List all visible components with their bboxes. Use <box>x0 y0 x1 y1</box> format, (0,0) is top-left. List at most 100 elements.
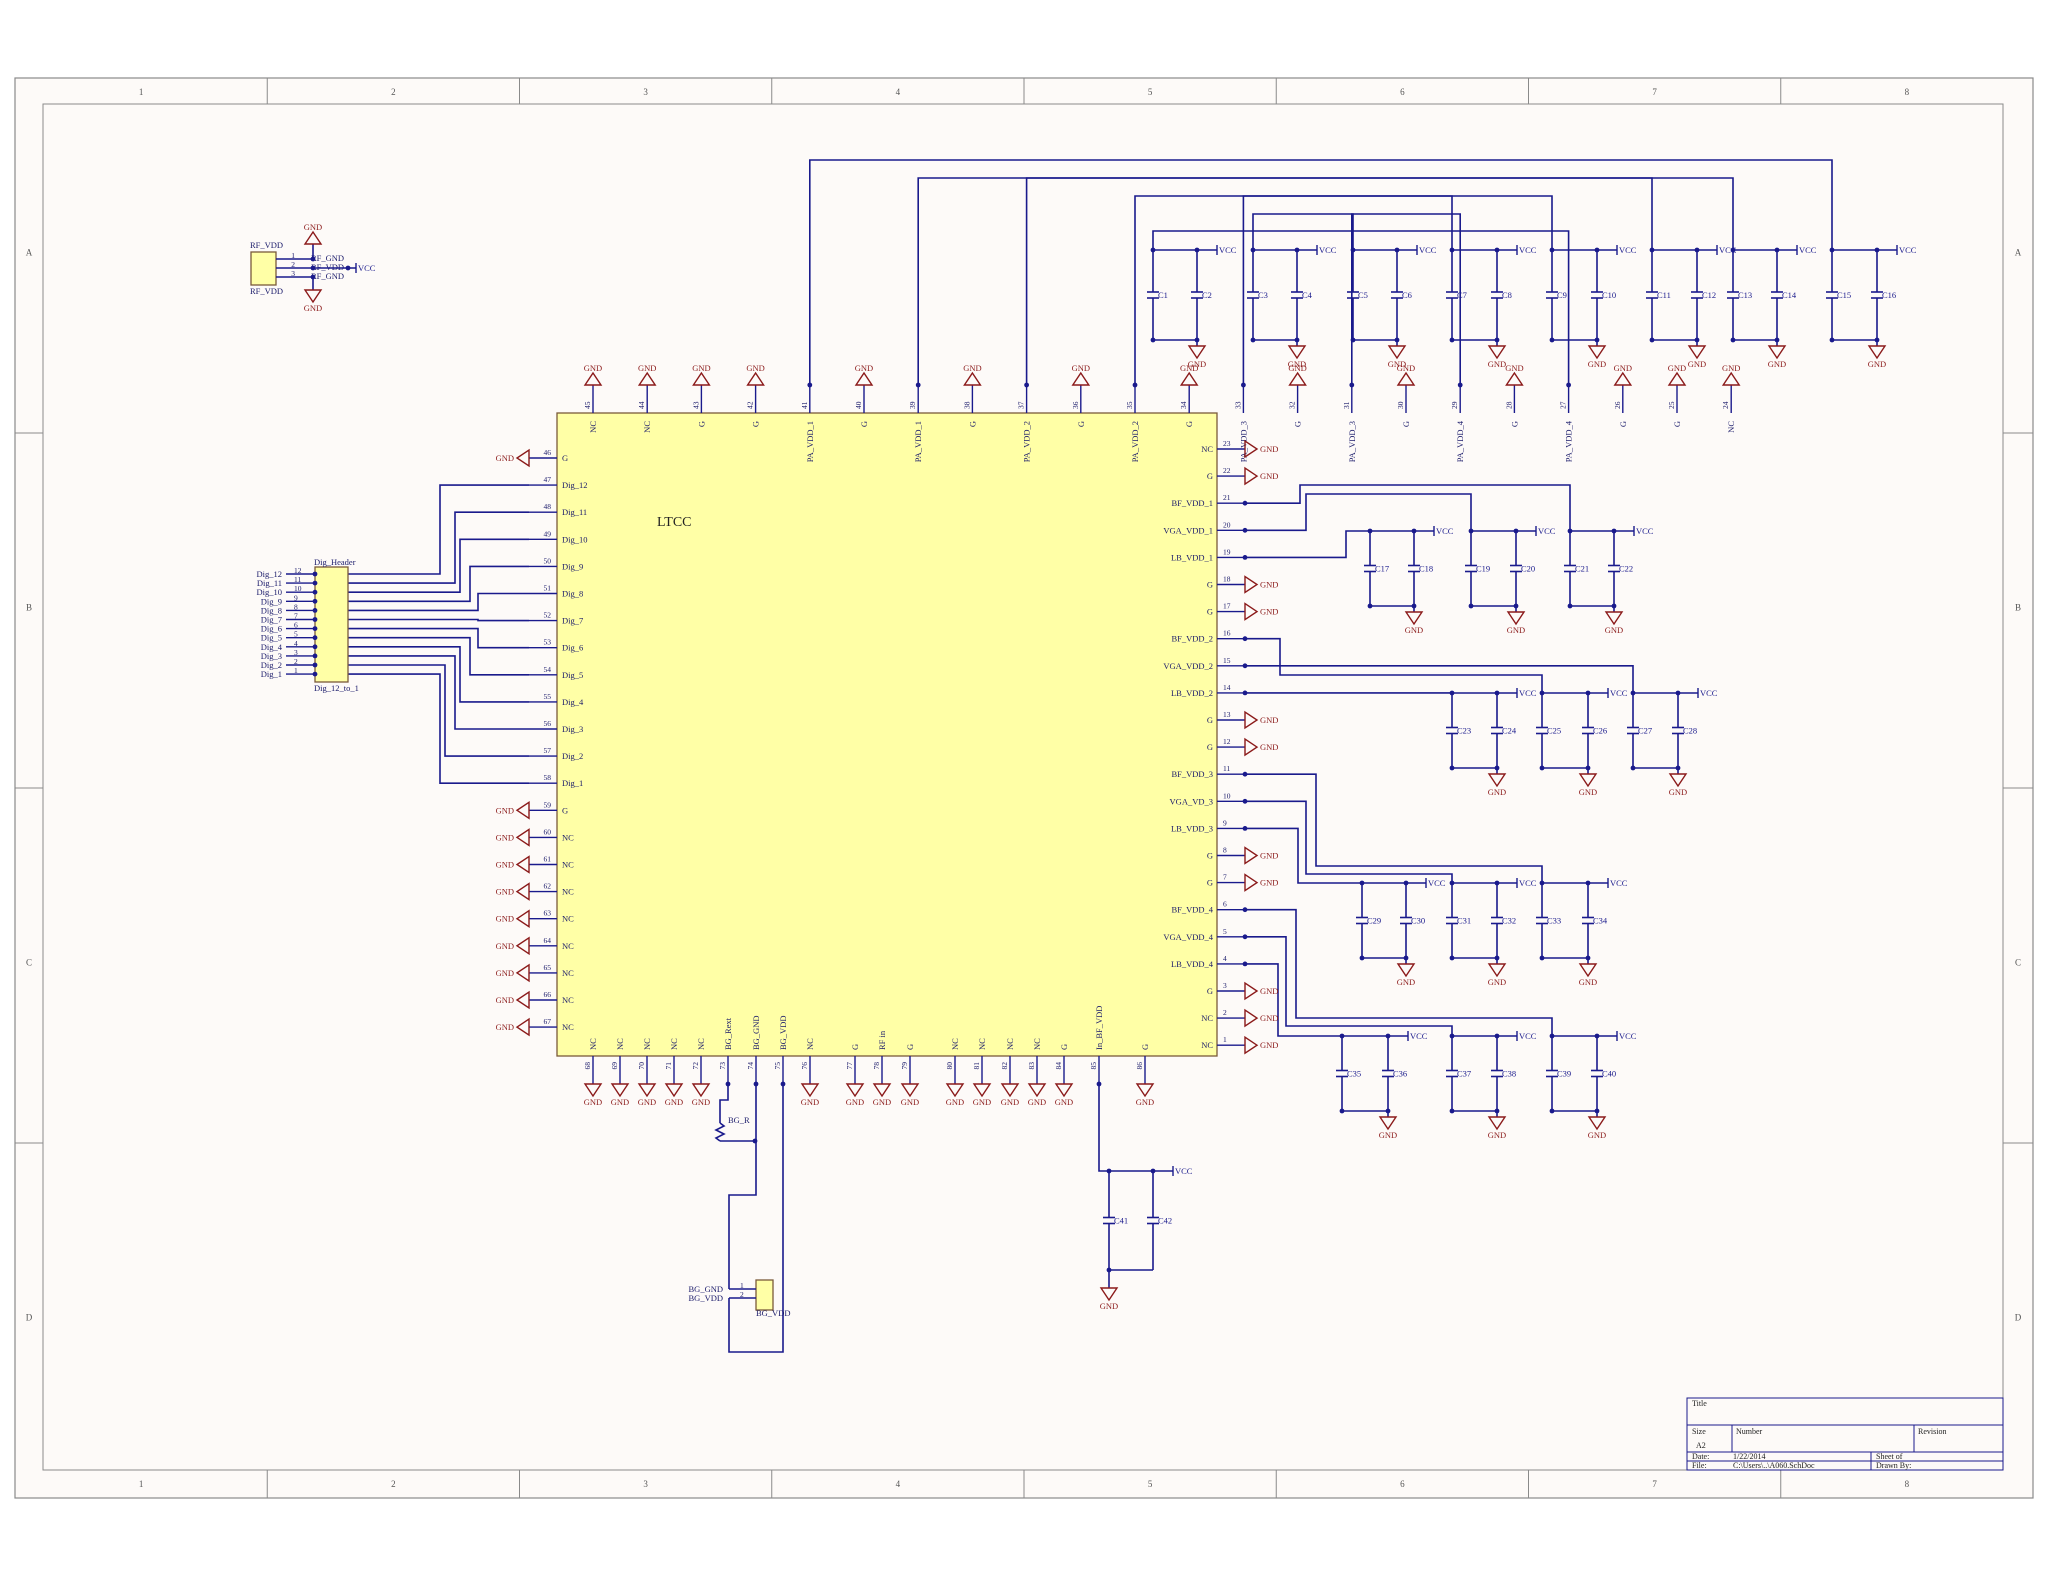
junction-dot <box>313 635 318 640</box>
pin-number: 58 <box>544 773 552 782</box>
pin-name: PA_VDD_1 <box>805 421 815 462</box>
ground-label: GND <box>1260 715 1278 725</box>
junction-dot <box>1243 907 1248 912</box>
ground-label: GND <box>1260 444 1278 454</box>
pin-number: 4 <box>294 639 298 648</box>
pin-number: 52 <box>544 611 552 620</box>
ground-label: GND <box>638 1097 656 1107</box>
capacitor-label: C34 <box>1593 916 1608 926</box>
pin-number: 85 <box>1089 1062 1098 1070</box>
vcc-label: VCC <box>1319 245 1337 255</box>
pin-name: NC <box>562 887 574 897</box>
chip-name: LTCC <box>657 515 692 530</box>
rf-header-subtitle: RF_VDD <box>250 286 283 296</box>
pin-name: In_BF_VDD <box>1094 1006 1104 1050</box>
junction-dot <box>807 383 812 388</box>
junction-dot <box>1243 663 1248 668</box>
pin-name: G <box>1207 607 1213 617</box>
capacitor-label: C8 <box>1502 290 1512 300</box>
pin-number: 77 <box>845 1062 854 1070</box>
junction-dot <box>1097 1082 1102 1087</box>
capacitor-label: C41 <box>1114 1216 1128 1226</box>
zone-col-top: 1 <box>139 87 144 97</box>
capacitor-label: C27 <box>1638 726 1652 736</box>
pin-number: 62 <box>544 882 552 891</box>
capacitor-label: C39 <box>1557 1069 1571 1079</box>
junction-dot <box>1830 338 1835 343</box>
pin-name: G <box>1672 421 1682 427</box>
pin-number: 59 <box>544 800 552 809</box>
pin-name: G <box>1207 878 1213 888</box>
pin-number: 11 <box>1223 764 1230 773</box>
zone-row-left: B <box>26 603 32 613</box>
pin-name: G <box>1293 421 1303 427</box>
capacitor-label: C36 <box>1393 1069 1407 1079</box>
capacitor-label: C13 <box>1738 290 1752 300</box>
capacitor-label: C5 <box>1358 290 1368 300</box>
pin-name: VGA_VD_3 <box>1170 796 1213 806</box>
pin-number: 35 <box>1125 401 1134 409</box>
pin-number: 22 <box>1223 466 1231 475</box>
capacitor-label: C2 <box>1202 290 1212 300</box>
pin-number: 5 <box>1223 927 1227 936</box>
junction-dot <box>1243 962 1248 967</box>
pin-number: 21 <box>1223 493 1231 502</box>
pin-number: 80 <box>945 1062 954 1070</box>
ground-label: GND <box>1028 1097 1046 1107</box>
pin-number: 10 <box>1223 791 1231 800</box>
ground-label: GND <box>1260 986 1278 996</box>
pin-number: 81 <box>972 1062 981 1070</box>
zone-row-right: D <box>2015 1313 2022 1323</box>
pin-name: G <box>905 1044 915 1050</box>
pin-number: 24 <box>1721 401 1730 409</box>
capacitor-label: C12 <box>1702 290 1716 300</box>
drawn-by-label: Drawn By: <box>1876 1461 1911 1470</box>
pin-number: 4 <box>1223 954 1227 963</box>
pin-number: 51 <box>544 584 552 593</box>
pin-number: 72 <box>691 1062 700 1070</box>
junction-dot <box>1450 1109 1455 1114</box>
ground-label: GND <box>1260 878 1278 888</box>
ground-label: GND <box>1488 787 1506 797</box>
pin-number: 74 <box>746 1062 755 1070</box>
zone-row-right: A <box>2015 248 2022 258</box>
junction-dot <box>1340 1109 1345 1114</box>
zone-col-top: 5 <box>1148 87 1153 97</box>
pin-name: LB_VDD_3 <box>1171 823 1213 833</box>
number-label: Number <box>1736 1427 1763 1436</box>
capacitor-label: C42 <box>1158 1216 1172 1226</box>
pin-number: 55 <box>544 692 552 701</box>
junction-dot <box>1360 956 1365 961</box>
capacitor-label: C40 <box>1602 1069 1616 1079</box>
junction-dot <box>1024 383 1029 388</box>
vcc-label: VCC <box>1610 688 1628 698</box>
zone-col-top: 6 <box>1400 87 1405 97</box>
pin-name: G <box>1207 742 1213 752</box>
pin-name: NC <box>562 941 574 951</box>
pin-number: 26 <box>1613 401 1622 409</box>
pin-number: 32 <box>1288 401 1297 409</box>
pin-number: 49 <box>544 529 552 538</box>
pin-name: G <box>859 421 869 427</box>
pin-name: NC <box>1201 444 1213 454</box>
ground-label: GND <box>1605 625 1623 635</box>
junction-dot <box>1243 528 1248 533</box>
pin-name: PA_VDD_2 <box>1130 421 1140 462</box>
pin-name: VGA_VDD_1 <box>1163 525 1213 535</box>
capacitor-label: C21 <box>1575 564 1589 574</box>
junction-dot <box>1731 338 1736 343</box>
pin-number: 2 <box>291 260 295 269</box>
dig-header-body <box>315 567 348 682</box>
capacitor-label: C28 <box>1683 726 1697 736</box>
ground-label: GND <box>665 1097 683 1107</box>
pin-number: 73 <box>718 1062 727 1070</box>
pin-number: 71 <box>664 1062 673 1070</box>
ground-label: GND <box>1669 787 1687 797</box>
pin-name: G <box>1059 1044 1069 1050</box>
junction-dot <box>1650 338 1655 343</box>
pin-name: NC <box>805 1038 815 1050</box>
zone-col-top: 8 <box>1905 87 1910 97</box>
zone-col-bottom: 2 <box>391 1479 396 1489</box>
ground-label: GND <box>692 1097 710 1107</box>
resistor-label: BG_R <box>728 1115 750 1125</box>
